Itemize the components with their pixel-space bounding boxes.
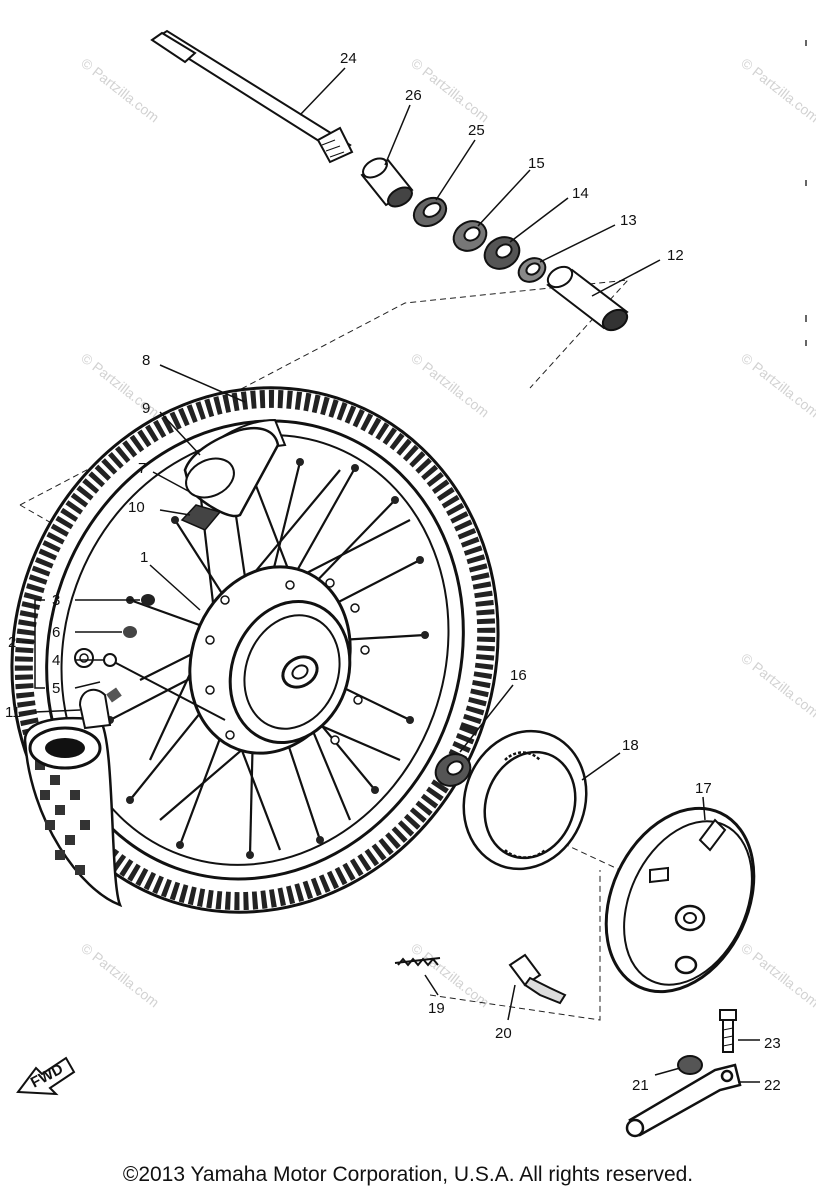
callout-8: 8 [142,352,150,369]
bearing [483,236,521,270]
watermark: © Partzilla.com [408,940,492,1011]
brake-shoes [462,729,588,871]
exploded-wheel-diagram: © Partzilla.com © Partzilla.com © Partzi… [5,29,816,1138]
callout-16: 16 [510,667,527,684]
watermark: © Partzilla.com [408,350,492,421]
collar [360,157,414,208]
callout-22: 22 [764,1077,781,1094]
callout-labels: 24 26 25 15 14 13 12 8 9 7 10 1 3 6 4 5 … [5,50,781,1094]
callout-9: 9 [142,400,150,417]
watermark: © Partzilla.com [738,940,816,1011]
callout-17: 17 [695,780,712,797]
callout-24: 24 [340,50,357,67]
bearing [434,753,472,787]
axle [150,29,354,164]
callout-15: 15 [528,155,545,172]
watermark: © Partzilla.com [738,55,816,126]
callout-14: 14 [572,185,589,202]
callout-10: 10 [128,499,145,516]
bolt [719,1009,737,1053]
callout-3: 3 [52,592,60,609]
callout-2: 2 [8,634,16,651]
callout-20: 20 [495,1025,512,1042]
brake-plate [604,806,756,994]
callout-6: 6 [52,624,60,641]
oil-seal [412,196,448,228]
circlip [517,257,547,283]
callout-18: 18 [622,737,639,754]
copyright-notice: ©2013 Yamaha Motor Corporation, U.S.A. A… [122,1163,694,1186]
callout-23: 23 [764,1035,781,1052]
leader-lines [22,67,760,1083]
cam-shaft [508,953,567,1005]
watermark: © Partzilla.com [738,350,816,421]
callout-11: 11 [5,704,21,721]
spring [394,957,441,967]
fwd-arrow-icon: FWD [16,1056,76,1096]
callout-7: 7 [138,460,146,477]
callout-26: 26 [405,87,422,104]
callout-4: 4 [52,652,60,669]
watermark: © Partzilla.com [78,940,162,1011]
watermark: © Partzilla.com [738,650,816,721]
watermark: © Partzilla.com [78,55,162,126]
callout-25: 25 [468,122,485,139]
brake-arm [625,1063,742,1138]
washer [677,1055,703,1075]
callout-13: 13 [620,212,637,229]
callout-12: 12 [667,247,684,264]
callout-19: 19 [428,1000,445,1017]
callout-21: 21 [632,1077,649,1094]
spacer [546,265,629,332]
bearing [452,220,488,252]
callout-1: 1 [140,549,148,566]
callout-5: 5 [52,680,60,697]
wheel-assembly [10,386,500,914]
